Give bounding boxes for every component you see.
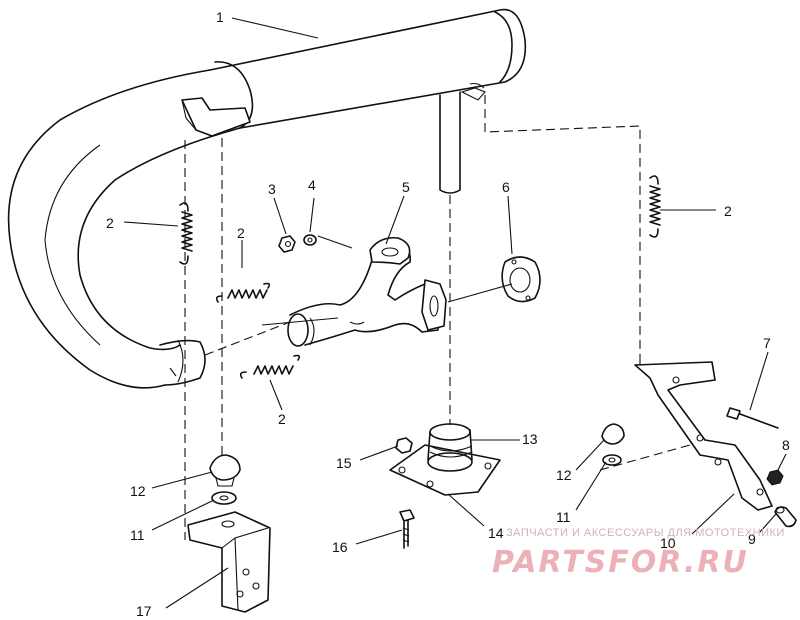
callout-16: 16 [332,539,348,555]
leader-lines [123,17,787,609]
assembly-lines [184,95,691,540]
spring-middle-lower [239,354,301,379]
spring-middle-upper [215,282,271,303]
callout-3: 3 [268,181,276,197]
callout-14: 14 [488,525,504,541]
washer-right [602,454,622,466]
callout-4: 4 [308,177,316,193]
bracket-left [187,511,271,613]
callout-9: 9 [748,531,756,547]
cable-7 [726,407,779,429]
callout-1: 1 [216,9,224,25]
callout-7: 7 [763,335,771,351]
grommet-left [209,454,241,487]
y-pipe [287,236,447,347]
nut-8 [766,469,784,486]
nut [278,235,296,253]
callout-5: 5 [402,179,410,195]
callout-2: 2 [237,225,245,241]
callout-13: 13 [522,431,538,447]
bushing-9 [774,506,797,528]
callout-11: 11 [556,509,571,525]
watermark-logo: PARTSFOR.RU [492,545,749,580]
spring-left-vertical [179,202,193,265]
spring-right [649,175,661,238]
callout-12: 12 [556,467,572,483]
watermark: ЗАПЧАСТИ И АКСЕССУАРЫ ДЛЯ МОТОТЕХНИКИ PA… [492,527,785,580]
isolator-mount [389,423,501,496]
callout-6: 6 [502,179,510,195]
muffler [7,8,527,389]
callout-15: 15 [336,455,352,471]
bracket-right [634,361,773,511]
callout-2: 2 [106,215,114,231]
callout-8: 8 [782,437,790,453]
callout-17: 17 [136,603,152,619]
callout-2: 2 [278,411,286,427]
callout-10: 10 [660,535,676,551]
callout-12: 12 [130,483,146,499]
nut-15 [395,437,413,454]
callout-2: 2 [724,203,732,219]
watermark-tagline: ЗАПЧАСТИ И АКСЕССУАРЫ ДЛЯ МОТОТЕХНИКИ [506,527,785,539]
callout-11: 11 [130,527,145,543]
bolt-16 [399,509,415,549]
washer-left [211,491,237,505]
callout-labels: 1 2 2 2 2 3 4 5 6 7 8 9 10 11 11 12 12 1… [106,9,790,619]
grommet-right [601,423,625,445]
gasket [501,256,541,303]
washer [303,234,317,246]
